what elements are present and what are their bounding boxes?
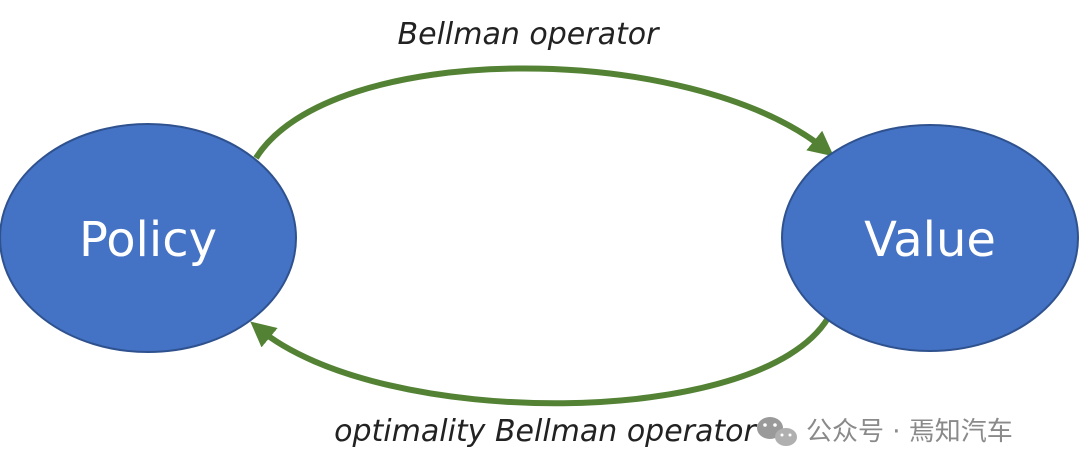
optimality-bellman-operator-arrow <box>250 316 831 407</box>
value-label: Value <box>864 212 996 268</box>
value-node <box>781 124 1079 352</box>
watermark-text: 公众号 · 焉知汽车 <box>806 417 1013 447</box>
policy-node <box>0 123 297 353</box>
bellman-operator-arrow <box>253 65 834 160</box>
bellman-operator-label: Bellman operator <box>398 17 661 52</box>
policy-label: Policy <box>79 212 217 268</box>
optimality-bellman-operator-label: optimality Bellman operator <box>334 414 757 449</box>
wechat-icon <box>757 417 797 446</box>
